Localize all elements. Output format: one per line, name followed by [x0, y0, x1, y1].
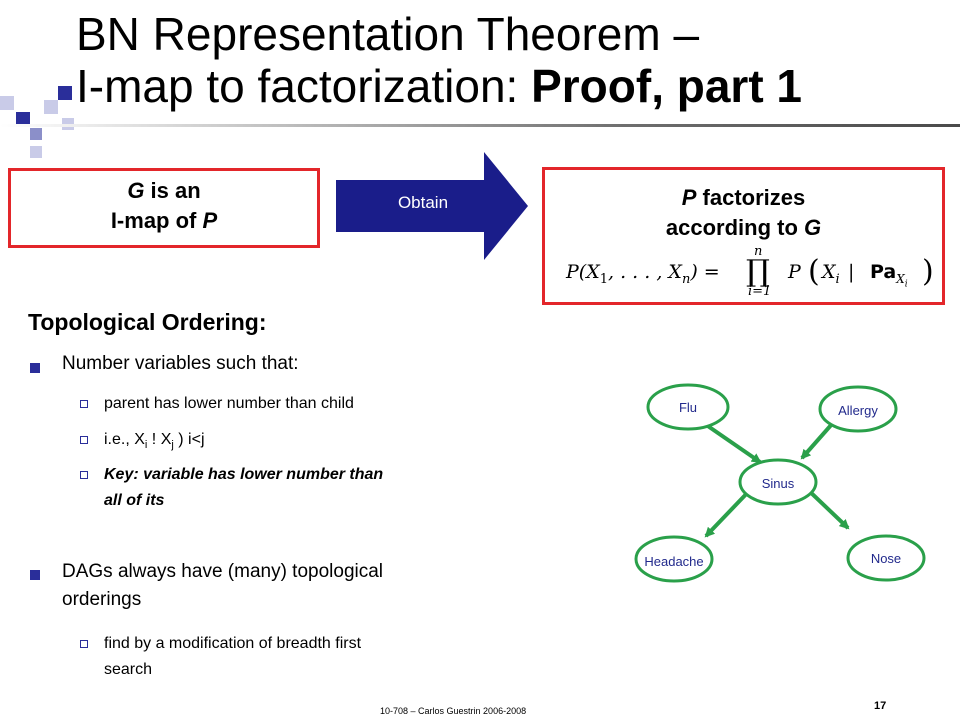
node-nose: Nose	[846, 534, 926, 582]
factorization-box-text-2: according to	[665, 215, 804, 240]
sub-bullet-marker	[80, 400, 88, 408]
node-sinus: Sinus	[738, 458, 818, 506]
imap-box-line-2: I-map of P	[11, 206, 317, 236]
page-number: 17	[874, 700, 887, 712]
obtain-label: Obtain	[397, 193, 449, 212]
product-symbol: ∏	[746, 254, 770, 289]
var-p: P	[202, 208, 218, 233]
imap-box-line-1: G is an	[11, 176, 317, 206]
node-headache: Headache	[634, 535, 714, 583]
sub-bullet-parent-lower: parent has lower number than child	[104, 395, 354, 412]
decor-square	[30, 128, 42, 140]
title-line-1: BN Representation Theorem –	[76, 8, 700, 60]
sub-bullet-ie: i.e., Xi ! Xj ) i<j	[104, 431, 205, 452]
formula-lhs: P(X1, . . . , Xn) =	[566, 261, 720, 287]
product-lower-index: i=1	[748, 284, 772, 299]
decor-square	[44, 100, 58, 114]
sub-bullet-marker	[80, 640, 88, 648]
node-flu: Flu	[646, 383, 730, 431]
title-line-2: I-map to factorization: Proof, part 1	[76, 60, 956, 112]
node-allergy: Allergy	[818, 385, 898, 433]
svg-text:Sinus: Sinus	[762, 476, 795, 491]
decor-square	[30, 146, 42, 158]
formula-pa: PaXi	[870, 261, 908, 290]
sub-bullet-bfs-line-1: find by a modification of breadth first	[104, 635, 362, 652]
var-p: P	[681, 185, 697, 210]
formula-close-paren: )	[922, 254, 934, 289]
var-g: G	[804, 215, 822, 240]
svg-text:Nose: Nose	[871, 551, 901, 566]
title-line-2-bold: Proof, part 1	[531, 60, 803, 112]
factorization-box-line-1: P factorizes	[545, 183, 942, 213]
imap-box-text-2: I-map of	[110, 208, 203, 233]
sub-bullet-marker	[80, 471, 88, 479]
title-rule	[0, 124, 960, 127]
bullet-dags-line-1: DAGs always have (many) topological	[62, 561, 384, 582]
bullet-marker	[30, 570, 40, 580]
edge-sinus-nose	[804, 486, 850, 530]
obtain-arrow	[336, 152, 528, 260]
footer-credit: 10-708 – Carlos Guestrin 2006-2008	[380, 706, 527, 716]
sub-bullet-key-line-2: all of its	[104, 492, 165, 509]
factorization-box-text-1: factorizes	[696, 185, 806, 210]
decor-square	[16, 112, 30, 126]
bullet-dags-line-2: orderings	[62, 589, 142, 610]
obtain-arrow-shape	[336, 152, 528, 260]
bullet-number-variables: Number variables such that:	[62, 353, 299, 374]
factorization-box: P factorizes according to G	[542, 167, 945, 305]
bullet-marker	[30, 363, 40, 373]
factorization-box-line-2: according to G	[545, 213, 942, 243]
product-upper-index: n	[754, 244, 763, 259]
title-line-2-normal: I-map to factorization:	[76, 60, 532, 112]
svg-text:Allergy: Allergy	[838, 403, 878, 418]
topological-ordering-heading: Topological Ordering:	[28, 309, 267, 335]
edge-flu-sinus	[700, 420, 762, 464]
formula-rhs-x: Xi	[822, 261, 840, 287]
decor-square	[0, 96, 14, 110]
svg-text:Flu: Flu	[679, 400, 697, 415]
imap-box-text-1: is an	[144, 178, 201, 203]
factorization-formula: P(X1, . . . , Xn) = n ∏ i=1 P ( Xi | PaX…	[566, 244, 936, 299]
sub-bullet-marker	[80, 436, 88, 444]
sub-bullet-key-line-1: Key: variable has lower number than	[104, 466, 384, 483]
formula-open-paren: (	[808, 254, 820, 289]
edge-allergy-sinus	[800, 422, 834, 460]
edge-sinus-headache	[704, 486, 754, 538]
bayes-net-diagram: Flu Allergy Sinus Headache Nose	[634, 383, 926, 583]
slide-title: BN Representation Theorem – I-map to fac…	[76, 8, 956, 112]
imap-box: G is an I-map of P	[8, 168, 320, 248]
sub-bullet-bfs-line-2: search	[104, 661, 153, 678]
decor-square	[58, 86, 72, 100]
formula-rhs-p: P	[788, 261, 801, 283]
formula-bar: |	[848, 261, 855, 283]
svg-text:Headache: Headache	[644, 554, 703, 569]
var-g: G	[127, 178, 145, 203]
